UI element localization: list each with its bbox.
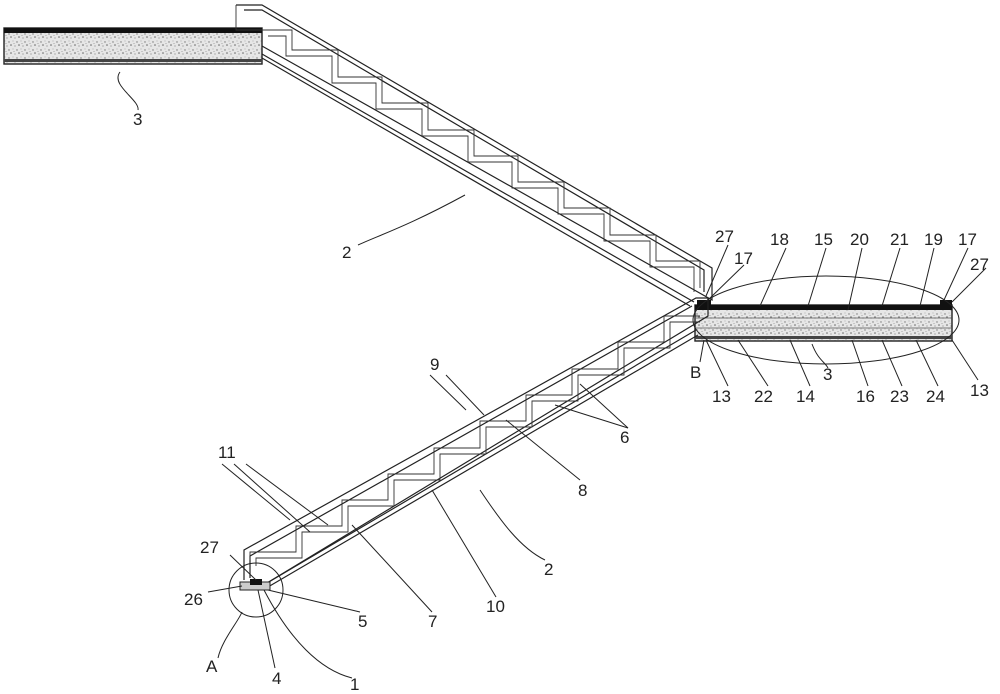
- top-floor-slab: [3, 27, 263, 65]
- label-16: 16: [856, 387, 875, 406]
- middle-landing-slab: [692, 275, 960, 365]
- label-detail-a: A: [206, 657, 218, 676]
- label-27-landing-right: 27: [970, 255, 989, 274]
- label-9: 9: [430, 355, 439, 374]
- label-3-top-slab: 3: [133, 110, 142, 129]
- label-17-landing-left: 17: [734, 249, 753, 268]
- leader-lines: [117, 71, 987, 679]
- label-detail-b: B: [690, 363, 701, 382]
- label-2-upper: 2: [342, 243, 351, 262]
- label-22: 22: [754, 387, 773, 406]
- label-27-landing-left: 27: [715, 227, 734, 246]
- label-27-base: 27: [200, 538, 219, 557]
- label-17-landing-right: 17: [958, 230, 977, 249]
- label-13-left: 13: [712, 387, 731, 406]
- label-26: 26: [184, 590, 203, 609]
- label-10: 10: [486, 597, 505, 616]
- label-4: 4: [272, 669, 281, 688]
- label-18: 18: [770, 230, 789, 249]
- upper-stair-flight: [235, 4, 713, 307]
- label-14: 14: [796, 387, 815, 406]
- label-23: 23: [890, 387, 909, 406]
- label-19: 19: [924, 230, 943, 249]
- label-24: 24: [926, 387, 945, 406]
- lower-stair-flight: [243, 297, 709, 588]
- part-labels: 3 2 27 17 18 15 20 21 19 17 27 3 B 13 22…: [133, 110, 989, 694]
- label-15: 15: [814, 230, 833, 249]
- label-20: 20: [850, 230, 869, 249]
- label-7: 7: [428, 612, 437, 631]
- label-2-lower: 2: [544, 560, 553, 579]
- label-8: 8: [578, 481, 587, 500]
- label-21: 21: [890, 230, 909, 249]
- label-13-right: 13: [970, 381, 989, 400]
- label-5: 5: [358, 612, 367, 631]
- label-1: 1: [350, 675, 359, 694]
- label-3-landing: 3: [823, 365, 832, 384]
- label-6: 6: [620, 428, 629, 447]
- label-11: 11: [218, 443, 236, 462]
